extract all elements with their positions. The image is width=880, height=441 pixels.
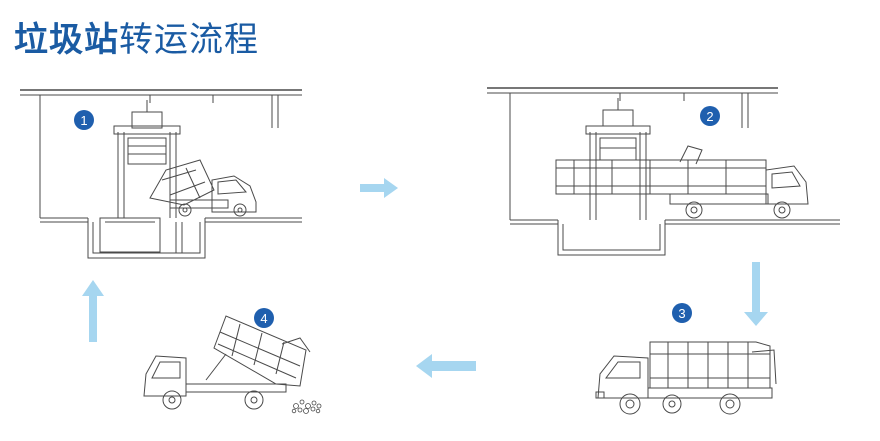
step-2-scene	[487, 87, 840, 256]
truck-3	[595, 355, 773, 415]
title-bold: 垃圾站	[14, 20, 119, 60]
tipped-container-4	[205, 315, 311, 387]
dump-truck-2	[669, 165, 809, 219]
compactor-pit-2	[557, 220, 666, 256]
tipping-bin-1	[149, 159, 215, 206]
arrow-down-icon	[744, 262, 768, 326]
step-badge-4: 4	[254, 308, 274, 328]
lifting-frame-2	[585, 98, 651, 220]
compactor-pit-1	[87, 217, 206, 259]
step-number-2: 2	[706, 109, 713, 124]
arrow-right-icon	[360, 178, 398, 198]
step-1-scene	[20, 89, 302, 259]
arrow-left-icon	[416, 354, 476, 378]
step-3-scene	[595, 341, 777, 415]
step-badge-2: 2	[700, 106, 720, 126]
step-badge-3: 3	[672, 303, 692, 323]
page-title: 垃圾站转运流程	[14, 18, 259, 62]
station-building-1	[20, 89, 302, 223]
step-badge-1: 1	[74, 110, 94, 130]
container-box-2	[555, 145, 767, 195]
step-number-4: 4	[260, 311, 267, 326]
small-truck-1	[169, 175, 257, 217]
arrow-up-icon	[82, 280, 104, 342]
station-building-2	[487, 87, 840, 225]
title-light: 转运流程	[119, 20, 259, 60]
step-4-scene	[143, 315, 322, 414]
step-number-1: 1	[80, 113, 87, 128]
container-box-3	[649, 341, 777, 389]
garbage-pile-4	[291, 399, 322, 414]
step-number-3: 3	[678, 306, 685, 321]
truck-4	[143, 355, 287, 410]
